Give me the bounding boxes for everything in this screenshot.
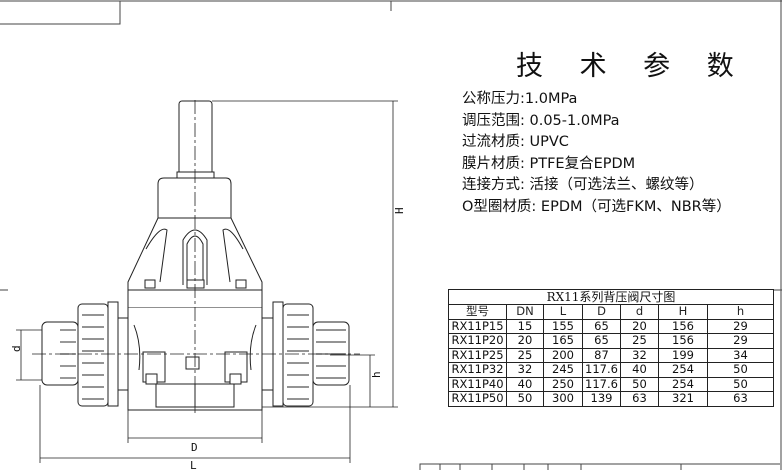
col-header: 型号 <box>448 304 507 320</box>
table-cell: 34 <box>707 347 774 363</box>
spec-title: 技 术 参 数 <box>516 51 748 82</box>
table-cell: 254 <box>658 362 708 378</box>
table-cell: 32 <box>506 362 544 378</box>
spec-wetted-material: 过流材质: UPVC <box>462 134 569 151</box>
table-cell: 65 <box>582 333 621 349</box>
table-cell: 165 <box>543 333 583 349</box>
spec-list: 公称压力:1.0MPa 调压范围: 0.05-1.0MPa 过流材质: UPVC… <box>462 89 731 219</box>
table-cell: 50 <box>506 391 544 407</box>
table-cell: 87 <box>582 347 621 363</box>
right-union-nut <box>282 303 314 407</box>
spec-diaphragm-material: 膜片材质: PTFE复合EPDM <box>462 155 636 172</box>
table-cell: RX11P20 <box>448 333 507 349</box>
table-header-row: 型号 DN L D d H h <box>448 304 774 320</box>
table-cell: 139 <box>582 391 621 407</box>
table-cell: 15 <box>506 318 544 334</box>
col-header: DN <box>506 304 544 320</box>
table-cell: 29 <box>707 318 774 334</box>
left-union-nut <box>77 303 109 407</box>
table-cell: 254 <box>658 376 708 392</box>
table-cell: 50 <box>707 376 774 392</box>
table-cell: 20 <box>506 333 544 349</box>
table-cell: 156 <box>658 333 708 349</box>
table-cell: RX11P15 <box>448 318 507 334</box>
table-cell: 50 <box>620 376 659 392</box>
table-cell: 65 <box>582 318 621 334</box>
spec-connection: 连接方式: 活接（可选法兰、螺纹等） <box>462 177 704 194</box>
table-cell: 40 <box>620 362 659 378</box>
table-cell: RX11P40 <box>448 376 507 392</box>
table-cell: 25 <box>620 333 659 349</box>
valve-stem <box>178 100 213 177</box>
col-header: d <box>620 304 659 320</box>
table-cell: 50 <box>707 362 774 378</box>
table-cell: 199 <box>658 347 708 363</box>
table-cell: 321 <box>658 391 708 407</box>
table-cell: 20 <box>620 318 659 334</box>
table-cell: 117.6 <box>582 376 621 392</box>
table-cell: RX11P32 <box>448 362 507 378</box>
table-cell: 245 <box>543 362 583 378</box>
table-cell: 32 <box>620 347 659 363</box>
dim-label-D: D <box>191 441 198 454</box>
table-cell: 29 <box>707 333 774 349</box>
spec-nominal-pressure: 公称压力:1.0MPa <box>462 91 578 107</box>
dim-label-d: d <box>10 345 23 352</box>
dim-label-H: H <box>393 207 406 214</box>
table-cell: 63 <box>620 391 659 407</box>
table-cell: 300 <box>543 391 583 407</box>
spec-pressure-range: 调压范围: 0.05-1.0MPa <box>462 112 620 129</box>
table-cell: 200 <box>543 347 583 363</box>
table-cell: 156 <box>658 318 708 334</box>
table-cell: 63 <box>707 391 774 407</box>
table-cell: 40 <box>506 376 544 392</box>
table-cell: 117.6 <box>582 362 621 378</box>
dim-label-L: L <box>190 459 197 470</box>
table-caption: RX11系列背压阀尺寸图 <box>448 289 774 305</box>
col-header: H <box>658 304 708 320</box>
col-header: L <box>543 304 583 320</box>
col-header: D <box>582 304 621 320</box>
dim-label-h: h <box>370 371 383 378</box>
valve-bonnet <box>157 177 232 219</box>
table-cell: 250 <box>543 376 583 392</box>
table-cell: RX11P50 <box>448 391 507 407</box>
col-header: h <box>707 304 774 320</box>
spec-oring-material: O型圈材质: EPDM（可选FKM、NBR等） <box>462 198 731 215</box>
table-cell: 155 <box>543 318 583 334</box>
table-cell: 25 <box>506 347 544 363</box>
table-cell: RX11P25 <box>448 347 507 363</box>
